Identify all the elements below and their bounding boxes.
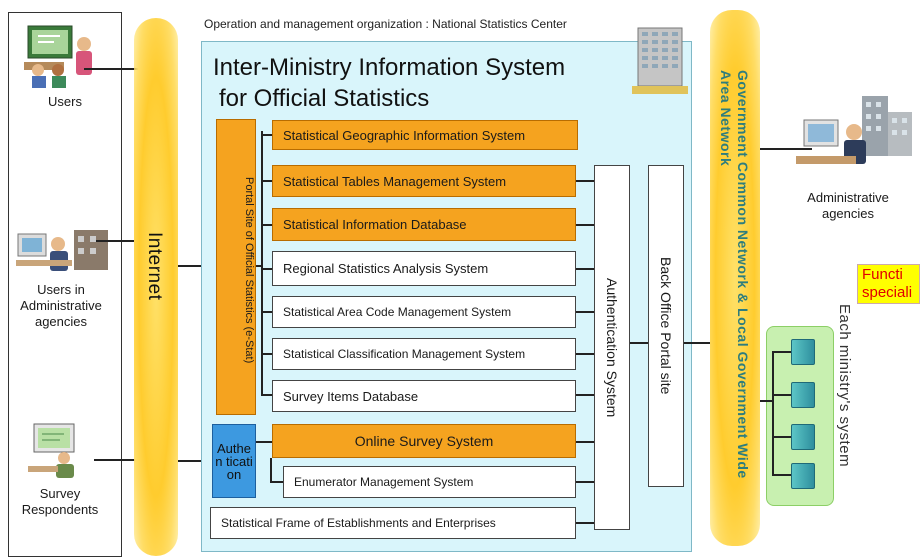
- system-title-line1: Inter-Ministry Information System: [213, 54, 566, 81]
- branch-5: [261, 353, 272, 355]
- subsystem-database: Statistical Information Database: [272, 208, 576, 241]
- subsystem-tables: Statistical Tables Management System: [272, 165, 576, 197]
- connector-respondents: [94, 459, 164, 461]
- branch-2: [261, 224, 272, 226]
- branch-3: [261, 268, 272, 270]
- link-backoffice-network: [684, 342, 710, 344]
- branch-0: [261, 134, 272, 136]
- function-note: Functi speciali: [857, 264, 920, 304]
- authentication-box: Authen tication: [212, 424, 256, 498]
- subsystem-survey-items: Survey Items Database: [272, 380, 576, 412]
- server-link: [772, 394, 791, 396]
- statistical-frame: Statistical Frame of Establishments and …: [210, 507, 576, 539]
- server-link: [772, 351, 791, 353]
- server-icon: [791, 339, 815, 365]
- internet-cloud: [134, 18, 178, 556]
- link-online-auth: [576, 441, 594, 443]
- subsystem-classification: Statistical Classification Management Sy…: [272, 338, 576, 370]
- each-ministry-label: Each ministry's system: [836, 304, 853, 468]
- portal-to-spine: [256, 265, 262, 267]
- internet-label: Internet: [144, 232, 165, 301]
- online-survey-system: Online Survey System: [272, 424, 576, 458]
- connector-admin-users: [96, 240, 164, 242]
- back-office-portal: Back Office Portal site: [648, 165, 684, 487]
- server-link: [772, 436, 791, 438]
- users-label: Users: [48, 94, 82, 109]
- link-tables-auth: [576, 180, 594, 182]
- link-regional-auth: [576, 268, 594, 270]
- link-online-enum-h: [270, 481, 283, 483]
- link-area-auth: [576, 311, 594, 313]
- administrative-agencies-label: Administrative agencies: [807, 190, 889, 221]
- link-auth-backoffice: [630, 342, 648, 344]
- link-auth-online: [256, 441, 272, 443]
- server-icon: [791, 382, 815, 408]
- connector-admin-agencies: [760, 148, 812, 150]
- organization-label: Operation and management organization : …: [204, 17, 567, 31]
- branch-6: [261, 394, 272, 396]
- authentication-system: Authentication System: [594, 165, 630, 530]
- administrative-agency-icon: [796, 96, 912, 164]
- branch-1: [261, 180, 272, 182]
- link-frame-auth: [576, 522, 594, 524]
- connector-internet-portal: [178, 265, 216, 267]
- link-db-auth: [576, 224, 594, 226]
- enumerator-system: Enumerator Management System: [283, 466, 576, 498]
- link-items-auth: [576, 394, 594, 396]
- branch-4: [261, 311, 272, 313]
- connector-network-ministry: [760, 400, 774, 402]
- connector-internet-auth: [178, 460, 212, 462]
- connector-users: [84, 68, 164, 70]
- subsystem-regional: Regional Statistics Analysis System: [272, 251, 576, 286]
- teacher-classroom-icon: [24, 25, 92, 88]
- gov-network-line2: & Local Government Wide Area Network: [718, 70, 751, 479]
- government-network-label: Government Common Network & Local Govern…: [717, 70, 751, 500]
- government-network-cloud: [710, 10, 760, 546]
- survey-respondents-label: Survey Respondents: [21, 486, 99, 517]
- subsystem-area-code: Statistical Area Code Management System: [272, 296, 576, 328]
- portal-spine: [261, 131, 263, 394]
- server-link: [772, 474, 791, 476]
- admin-users-label: Users in Administrative agencies: [20, 282, 102, 329]
- office-worker-icon: [16, 230, 108, 271]
- link-enum-auth: [576, 481, 594, 483]
- respondent-with-computer-icon: [28, 423, 75, 478]
- authentication-label: Authen tication: [215, 440, 253, 482]
- server-icon: [791, 463, 815, 489]
- ministry-bus: [772, 351, 774, 475]
- link-online-enum-v: [270, 458, 272, 482]
- server-icon: [791, 424, 815, 450]
- subsystem-geographic: Statistical Geographic Information Syste…: [272, 120, 578, 150]
- building-icon: [632, 27, 688, 94]
- system-title-line2: for Official Statistics: [219, 85, 430, 112]
- gov-network-line1: Government Common Network: [735, 70, 751, 289]
- link-class-auth: [576, 353, 594, 355]
- portal-site-box: Portal Site of Official Statistics (e-St…: [216, 119, 256, 415]
